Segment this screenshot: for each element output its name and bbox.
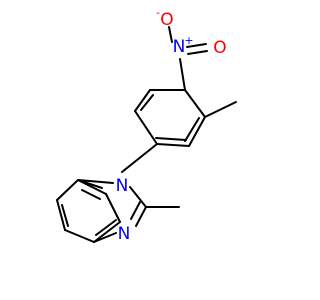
bond-c7-c6 [56,199,66,231]
bond-c4-nitro [179,58,186,91]
bond-n1-phenyl [121,143,158,173]
bond-nitro-o-top [168,26,173,43]
bond-c5-c4 [93,221,121,243]
bond-c3a-c7a [77,179,107,195]
bond-ph-c1-c6 [134,110,158,145]
atom-nitro-o-right-label: O [213,38,226,58]
bond-c3a-c7a-double [81,189,101,200]
bond-c6-c5 [64,229,95,243]
bond-c4-c3a [105,193,121,223]
atom-n3-label: N [118,224,131,244]
bond-ph-c4-c3 [184,89,206,118]
atom-nitro-o-top-label: O [160,10,173,30]
bond-c2-n3-double [130,201,141,220]
bond-nitro-o-right-double [187,50,208,55]
bond-nitro-o-right [186,43,207,48]
bond-ph-c6-c5-double [140,94,154,111]
bond-ph-c6-c5 [134,89,151,112]
bond-phenyl-methyl [204,101,237,118]
bond-ph-c3-c2-double [184,117,200,142]
atom-labels: N N N O O [116,10,227,244]
bond-c7a-n1 [77,179,114,184]
molecule-diagram: N N N O O + - [56,6,237,244]
bond-ph-c3-c2 [188,116,206,147]
nitro-n-plus-charge: + [184,34,193,47]
bond-n1-c2 [129,186,147,208]
bond-ph-c2-c1 [156,143,190,147]
bond-c2-n3 [135,206,147,227]
bond-n3-c3a [93,232,117,243]
bond-ph-c2-c1-double [155,137,187,141]
bonds [56,26,237,243]
charge-labels: + - [156,6,194,47]
nitro-o-minus-charge: - [156,6,160,19]
bond-c7a-c7 [56,179,79,201]
bond-c5-c4-double [95,219,117,236]
atom-n1-label: N [116,176,129,196]
atom-nitro-n-label: N [173,37,186,57]
bond-c7-c6-double [61,204,69,227]
